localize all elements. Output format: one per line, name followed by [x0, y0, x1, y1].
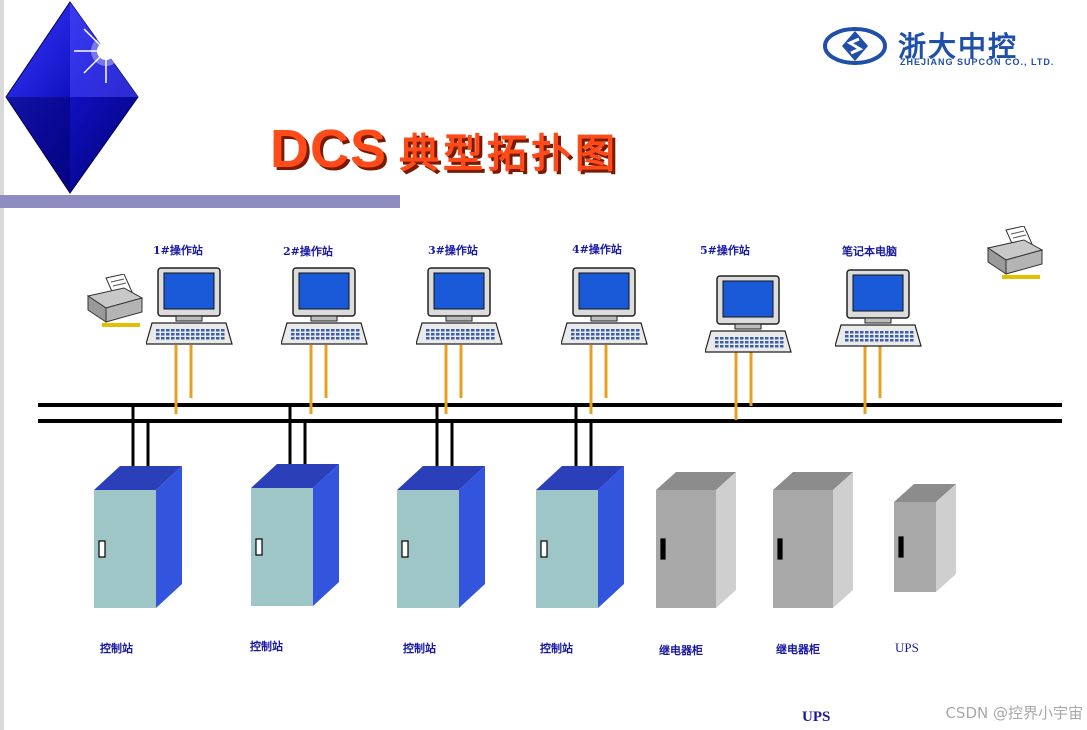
control-cables	[131, 405, 593, 476]
cabinet-label-7: UPS	[895, 640, 919, 655]
cabinet-icon-5	[656, 472, 736, 608]
sparkle-icon	[74, 19, 138, 83]
workstation-label-6: 笔记本电脑	[842, 245, 897, 258]
cabinet-icon-6	[773, 472, 853, 608]
computer-icon-4	[561, 267, 648, 345]
computer-icon-1	[146, 267, 233, 345]
cabinet-icon-2	[251, 464, 339, 606]
printer-icon-left	[86, 274, 144, 327]
workstation-label-5: 5#操作站	[700, 244, 750, 257]
page-title: DCS 典型拓扑图	[270, 118, 619, 188]
cabinet-label-3: 控制站	[403, 642, 436, 655]
workstation-label-3: 3#操作站	[428, 244, 478, 257]
cabinet-label-4: 控制站	[540, 642, 573, 655]
cabinet-label-5: 继电器柜	[659, 644, 703, 657]
computer-icon-3	[416, 267, 503, 345]
computer-icon-5	[705, 275, 792, 353]
workstation-label-2: 2#操作站	[283, 245, 333, 258]
supcon-logo-icon	[823, 27, 887, 65]
title-latin: DCS	[270, 119, 388, 179]
printer-icon-right	[986, 226, 1044, 279]
company-logo-en: ZHEJIANG SUPCON CO., LTD.	[900, 57, 1055, 67]
workstation-label-4: 4#操作站	[572, 243, 622, 256]
ups-caption: UPS	[802, 709, 831, 725]
cabinet-icon-7	[894, 484, 956, 592]
computer-icon-2	[281, 267, 368, 345]
cabinet-icon-1	[94, 466, 182, 608]
workstation-cables	[174, 345, 882, 420]
company-logo-cn: 浙大中控	[898, 30, 1019, 63]
left-edge-strip	[0, 0, 4, 730]
cabinet-label-2: 控制站	[250, 640, 283, 653]
computer-icon-6	[835, 269, 922, 347]
watermark: CSDN @控界小宇宙	[945, 704, 1083, 722]
cabinet-icon-4	[536, 466, 624, 608]
title-cn: 典型拓扑图	[399, 131, 620, 177]
workstation-label-1: 1#操作站	[153, 244, 203, 257]
cabinet-label-1: 控制站	[100, 642, 133, 655]
cabinet-icon-3	[397, 466, 485, 608]
title-underline-bar	[0, 195, 400, 208]
cabinet-label-6: 继电器柜	[776, 643, 820, 656]
